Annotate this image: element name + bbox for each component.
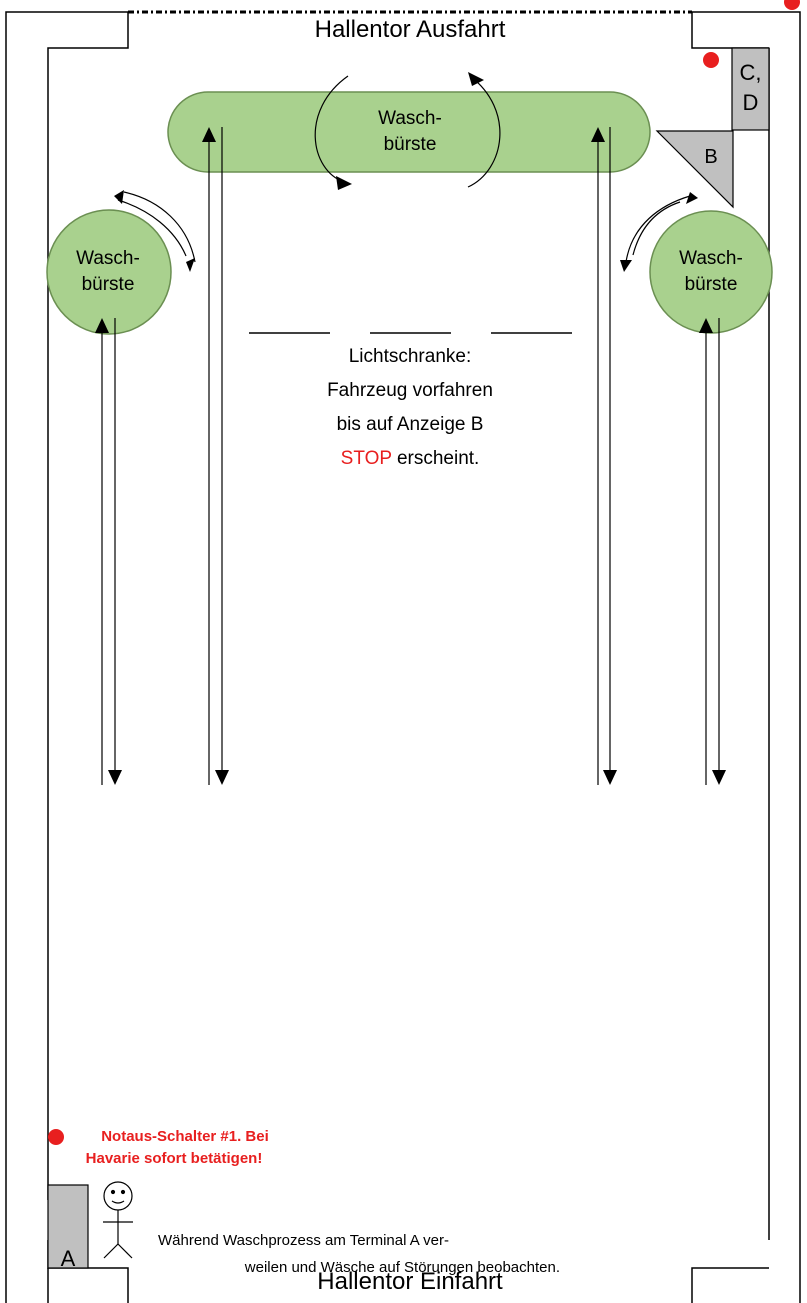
- track-left-down-arrowhead: [108, 770, 122, 785]
- wall-top-right: [691, 12, 769, 49]
- instruction-line-4: STOP erscheint.: [340, 448, 480, 469]
- instruction-line-1: Lichtschranke:: [348, 346, 472, 367]
- operator-figure: [103, 1181, 133, 1259]
- track-right-inner-down-arrowhead: [603, 770, 617, 785]
- track-right-inner-up-arrowhead: [591, 127, 605, 142]
- rotation-arrow-top-left: [336, 176, 352, 190]
- indicator-dot-exit: [703, 52, 719, 68]
- box-cd-shape: [731, 47, 770, 131]
- rotation-arrow-left-b: [186, 258, 195, 272]
- wall-outer-right: [692, 11, 801, 1303]
- rotation-arrow-left-a: [114, 190, 124, 204]
- rotation-arcs-top: [314, 75, 501, 188]
- rotation-arcs-right: [625, 195, 691, 263]
- terminal-instruction: Während Waschprozess am Terminal A ver- …: [158, 1232, 560, 1276]
- display-b-label: B: [704, 146, 718, 168]
- wall-top-left: [47, 12, 129, 1200]
- box-cd-label: C,D: [739, 60, 762, 115]
- terminal-a-shape: [47, 1184, 89, 1269]
- emergency-stop-label: Notaus-Schalter #1. Bei Havarie sofort b…: [85, 1128, 269, 1167]
- brush-top-label: Wasch-bürste: [378, 108, 442, 155]
- hall-walls: [5, 11, 801, 1303]
- rotation-arrow-top-right: [468, 72, 484, 86]
- brush-left-label: Wasch-bürste: [76, 248, 140, 295]
- track-left-inner-down-arrowhead: [215, 770, 229, 785]
- wall-outer-left: [5, 11, 128, 1303]
- terminal-a-label: A: [60, 1246, 76, 1271]
- track-right-up-arrowhead: [699, 318, 713, 333]
- display-b-shape: [655, 130, 734, 209]
- brush-right-label: Wasch-bürste: [679, 248, 743, 295]
- indicator-dot-corner: [784, 0, 800, 10]
- stop-word: STOP: [340, 448, 392, 469]
- brush-travel-tracks: [95, 127, 726, 785]
- track-left-up-arrowhead: [95, 318, 109, 333]
- brush-left-shape: [46, 209, 172, 335]
- emergency-stop-dot: [48, 1129, 64, 1145]
- exit-door-label: Hallentor Ausfahrt: [314, 16, 506, 43]
- instruction-line-2: Fahrzeug vorfahren: [327, 380, 493, 401]
- light-barrier-instructions: Lichtschranke: Fahrzeug vorfahren bis au…: [260, 340, 560, 476]
- instruction-line-3: bis auf Anzeige B: [336, 414, 484, 435]
- entry-door-label: Hallentor Einfahrt: [317, 1268, 503, 1295]
- brush-top-shape: [167, 91, 651, 173]
- rotation-arcs-left: [117, 191, 196, 263]
- track-right-down-arrowhead: [712, 770, 726, 785]
- wall-bottom-right: [691, 1267, 769, 1303]
- track-left-inner-up-arrowhead: [202, 127, 216, 142]
- rotation-arrow-right-a: [686, 192, 698, 204]
- rotation-arrow-right-b: [620, 260, 632, 272]
